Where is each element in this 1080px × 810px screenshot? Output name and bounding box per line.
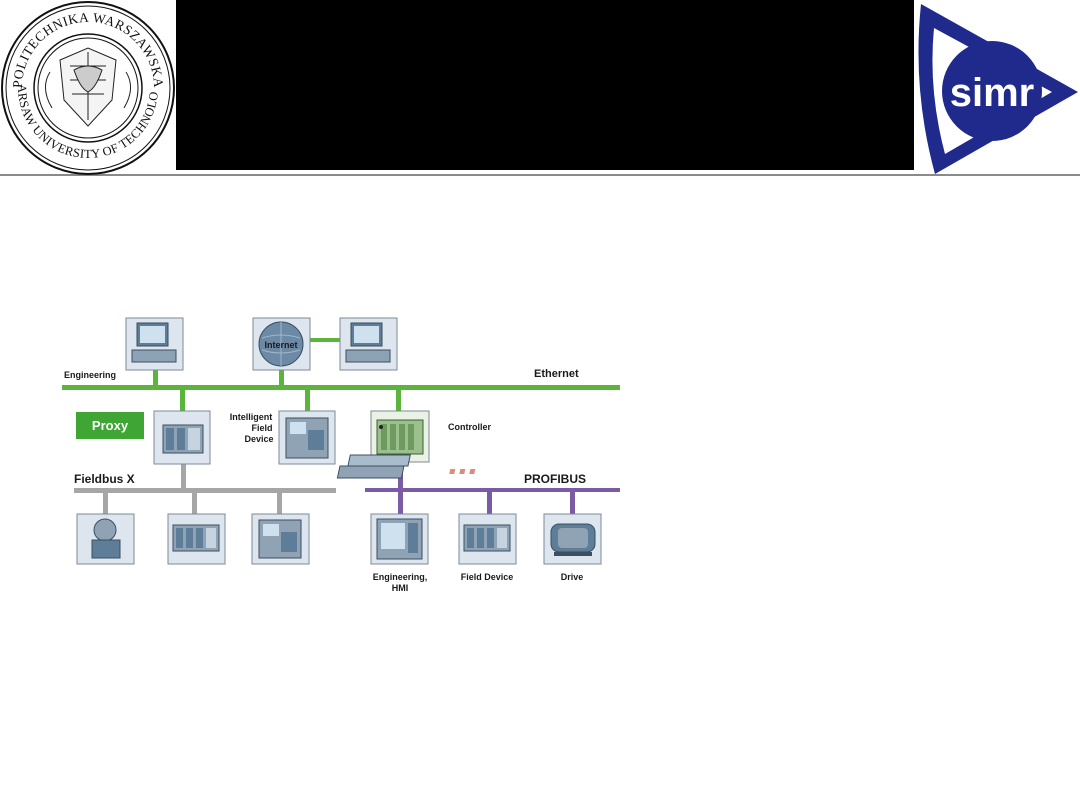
proxy-device-icon — [153, 410, 211, 465]
profibus-field-device-icon — [458, 513, 517, 565]
intelligent-field-device-label-1: Intelligent — [230, 412, 273, 422]
ethernet-bus — [62, 338, 620, 411]
controller-label: Controller — [448, 422, 491, 432]
simr-logo-text: simr — [950, 71, 1035, 115]
intelligent-field-device-icon — [278, 410, 336, 465]
fieldbus-label: Fieldbus X — [74, 472, 135, 486]
header-divider — [0, 174, 1080, 176]
drive-label: Drive — [561, 572, 584, 582]
engineering-pc-icon — [125, 317, 184, 371]
engineering-hmi-label-1: Engineering, — [373, 572, 428, 582]
hmi-panel-icon — [370, 513, 429, 565]
header-bar — [176, 0, 914, 170]
profibus-connectors-icon — [336, 454, 476, 479]
intelligent-field-device-label-2: Field — [251, 423, 272, 433]
proxy-label-box: Proxy — [76, 412, 144, 439]
fieldbus-sensor-icon — [76, 513, 135, 565]
internet-label: Internet — [264, 340, 297, 350]
fieldbus-bus — [74, 464, 336, 514]
controller-icon — [370, 410, 430, 463]
engineering-label: Engineering — [64, 370, 116, 380]
internet-icon: Internet — [252, 317, 311, 371]
fieldbus-field-device-icon — [251, 513, 310, 565]
field-device-label: Field Device — [461, 572, 514, 582]
proxy-label: Proxy — [92, 418, 129, 433]
simr-logo-icon: simr — [918, 4, 1078, 174]
intelligent-field-device-label-3: Device — [244, 434, 273, 444]
university-seal-icon: POLITECHNIKA WARSZAWSKA WARSAW UNIVERSIT… — [0, 0, 175, 175]
remote-pc-icon — [339, 317, 398, 371]
fieldbus-io-module-icon — [167, 513, 226, 565]
ethernet-label: Ethernet — [534, 368, 579, 380]
profibus-label: PROFIBUS — [524, 472, 586, 486]
drive-motor-icon — [543, 513, 602, 565]
engineering-hmi-label-2: HMI — [392, 583, 409, 593]
